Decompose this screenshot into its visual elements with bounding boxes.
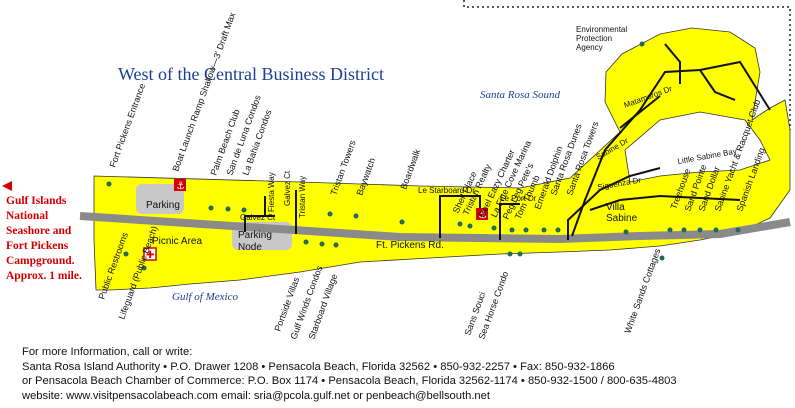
santa-rosa-sound-label: Santa Rosa Sound (480, 89, 561, 101)
picnic-area-label: Picnic Area (152, 236, 202, 247)
parking-node-label: Parking Node (238, 230, 275, 253)
poi-marker (106, 181, 112, 187)
poi-marker (713, 227, 719, 233)
footer-line: Santa Rosa Island Authority • P.O. Drawe… (22, 360, 615, 373)
poi-marker (241, 207, 247, 213)
boat-ramp-anchor-icon: ⚓ (174, 179, 186, 192)
poi-marker (467, 223, 473, 229)
poi-marker (681, 227, 687, 233)
fiesta-way-label: Fiesta Way (267, 172, 276, 212)
boundary-dotted-line (463, 0, 791, 130)
tristan-way-label: Tristan Way (298, 176, 307, 218)
poi-marker (491, 225, 497, 231)
gulf-of-mexico-label: Gulf of Mexico (172, 291, 238, 303)
galvez-ct-2-label: Galvez Ct (283, 170, 292, 206)
parking-label: Parking (146, 200, 180, 211)
villa-sabine-marker (623, 229, 629, 235)
poi-marker (667, 227, 673, 233)
poi-marker (659, 255, 665, 261)
poi-marker (353, 213, 359, 219)
poi-marker (541, 227, 547, 233)
poi-marker (399, 219, 405, 225)
west-note-line: Fort Pickens (6, 240, 69, 252)
west-note-line: Approx. 1 mile. (6, 270, 82, 282)
poi-marker (523, 227, 529, 233)
side-roads (244, 43, 771, 240)
west-note-line: Campground. (6, 255, 75, 267)
contact-footer: For more Information, call or write: San… (22, 345, 782, 403)
poi-marker (141, 265, 147, 271)
poi-marker (319, 241, 325, 247)
poi-marker (333, 242, 339, 248)
poi-marker (457, 221, 463, 227)
west-note: Gulf Islands National Seashore and Fort … (6, 195, 82, 282)
west-note-line: Seashore and (6, 225, 72, 237)
svg-text:✚: ✚ (146, 250, 154, 261)
le-port-dr-label: Le Port Dr (500, 194, 537, 203)
poi-marker (509, 227, 515, 233)
west-note-line: National (6, 210, 48, 222)
map-title: West of the Central Business District (118, 64, 384, 84)
west-arrow (2, 181, 12, 191)
marina-anchor-icon: ⚓ (476, 208, 488, 221)
bay-water (624, 111, 771, 183)
footer-line[interactable]: website: www.visitpensacolabeach.com ema… (22, 389, 490, 402)
villa-sabine-label: Villa Sabine (606, 202, 638, 224)
parking-area-west (136, 184, 184, 214)
svg-text:⚓: ⚓ (478, 210, 487, 221)
poi-marker (697, 227, 703, 233)
epa-label: Environmental Protection Agency (576, 25, 629, 52)
west-note-line: Gulf Islands (6, 195, 67, 207)
svg-text:⚓: ⚓ (176, 181, 185, 192)
poi-label: Boardwalk (398, 147, 422, 190)
poi-marker (225, 206, 231, 212)
galvez-ct-label: Galvez Ct (240, 213, 276, 222)
poi-marker (517, 251, 523, 257)
epa-marker (639, 41, 645, 47)
poi-marker (327, 211, 333, 217)
ft-pickens-rd-label: Ft. Pickens Rd. (376, 240, 444, 251)
lifeguard-cross-icon: ✚ (143, 247, 157, 261)
poi-label: Fort Pickens Entrance (107, 82, 147, 169)
poi-marker (735, 227, 741, 233)
poi-marker (303, 239, 309, 245)
footer-line: or Pensacola Beach Chamber of Commerce: … (22, 375, 677, 388)
fort-pickens-road (79, 212, 791, 243)
poi-marker (555, 227, 561, 233)
poi-label: White Sands Cottages (622, 247, 662, 335)
poi-marker (208, 205, 214, 211)
poi-marker (123, 251, 129, 257)
poi-marker (507, 251, 513, 257)
le-starboard-dr-label: Le Starboard Dr (418, 186, 475, 195)
footer-line: For more Information, call or write: (22, 346, 193, 358)
